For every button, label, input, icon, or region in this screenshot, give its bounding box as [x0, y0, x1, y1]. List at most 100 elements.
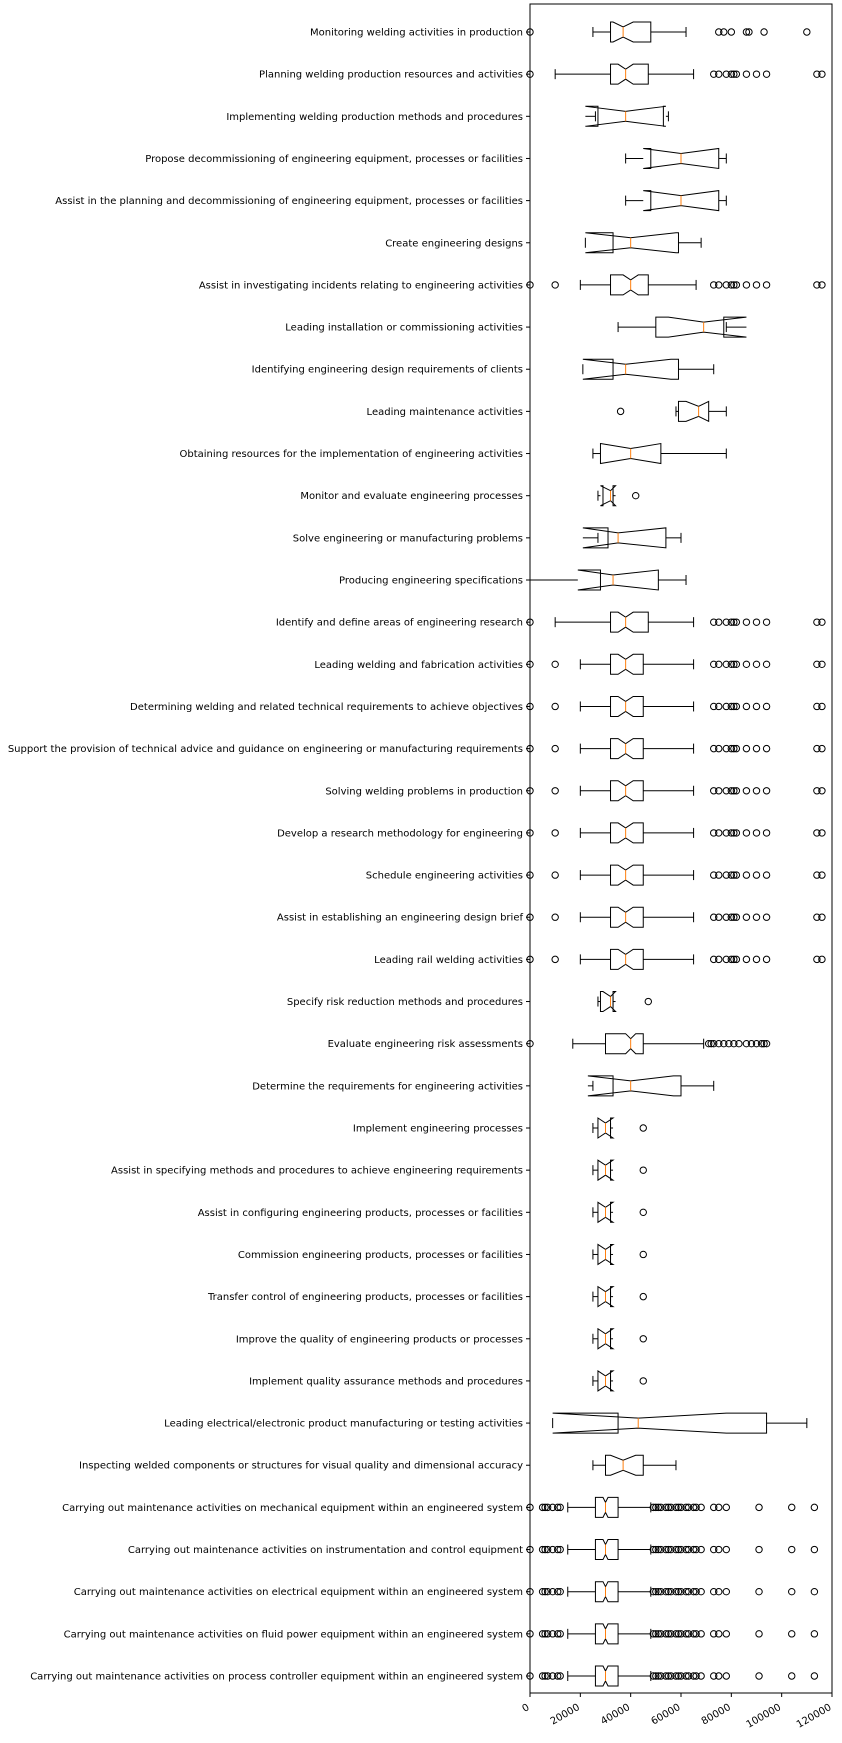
flier-point	[652, 1503, 660, 1512]
flier-point	[727, 281, 736, 289]
flier-point	[649, 1630, 658, 1638]
flier-point	[762, 1039, 771, 1048]
box-body	[610, 21, 652, 43]
category-label: Carrying out maintenance activities on e…	[74, 1587, 523, 1598]
flier-point	[710, 1039, 718, 1048]
flier-point	[667, 1545, 675, 1554]
category-label: Carrying out maintenance activities on f…	[64, 1629, 523, 1640]
category-label: Assist in the planning and decommissioni…	[55, 196, 523, 207]
flier-point	[810, 1672, 819, 1680]
flier-point	[657, 1503, 665, 1512]
flier-point	[715, 871, 723, 879]
flier-point	[541, 1587, 549, 1596]
flier-point	[813, 744, 821, 753]
flier-point	[742, 955, 751, 964]
flier-point	[639, 1208, 647, 1217]
flier-point	[551, 281, 559, 289]
box-group	[592, 1327, 647, 1350]
box-group	[526, 738, 826, 760]
flier-point	[722, 660, 730, 669]
category-label: Monitoring welding activities in product…	[310, 28, 523, 39]
flier-point	[644, 997, 652, 1006]
flier-point	[649, 1672, 658, 1680]
box-group	[526, 1539, 819, 1561]
flier-point	[762, 787, 771, 795]
flier-point	[732, 955, 741, 964]
category-label: Support the provision of technical advic…	[8, 744, 523, 755]
flier-point	[677, 1630, 685, 1638]
flier-point	[672, 1503, 680, 1512]
flier-point	[727, 955, 736, 964]
flier-point	[664, 1587, 673, 1596]
box-body	[552, 1412, 768, 1434]
category-label: Identify and define areas of engineering…	[276, 618, 523, 629]
flier-point	[697, 1672, 705, 1680]
flier-point	[730, 871, 738, 879]
category-label: Planning welding production resources an…	[259, 70, 523, 81]
flier-point	[730, 955, 738, 964]
flier-point	[639, 1335, 647, 1343]
flier-point	[742, 871, 751, 879]
category-label: Implementing welding production methods …	[226, 112, 523, 123]
flier-point	[722, 1630, 730, 1638]
flier-point	[548, 1630, 557, 1638]
flier-point	[762, 955, 771, 964]
flier-point	[722, 955, 730, 964]
flier-point	[556, 1587, 564, 1596]
flier-point	[654, 1630, 663, 1638]
flier-point	[682, 1672, 690, 1680]
flier-point	[818, 829, 826, 837]
box-group	[597, 991, 652, 1013]
flier-point	[818, 871, 826, 879]
box-group	[592, 1243, 647, 1266]
flier-point	[762, 660, 771, 669]
flier-point	[689, 1672, 698, 1680]
flier-point	[742, 913, 751, 921]
flier-point	[543, 1587, 552, 1596]
flier-point	[757, 1039, 766, 1048]
flier-point	[818, 618, 826, 626]
category-label: Specify risk reduction methods and proce…	[287, 997, 523, 1008]
flier-point	[752, 787, 761, 795]
flier-point	[551, 787, 559, 795]
box-group	[625, 190, 727, 212]
flier-point	[697, 1503, 705, 1512]
flier-point	[710, 1630, 718, 1638]
flier-point	[730, 913, 738, 921]
flier-point	[752, 702, 761, 711]
flier-point	[762, 871, 771, 879]
flier-point	[813, 871, 821, 879]
flier-point	[710, 618, 718, 626]
category-label: Leading installation or commissioning ac…	[285, 323, 523, 334]
flier-point	[742, 787, 751, 795]
box-group	[617, 316, 747, 338]
box-group	[526, 1623, 819, 1645]
box-body	[597, 1243, 615, 1266]
flier-point	[730, 702, 738, 711]
flier-point	[672, 1587, 680, 1596]
flier-point	[788, 1503, 796, 1512]
flier-point	[541, 1545, 549, 1554]
flier-point	[664, 1672, 673, 1680]
flier-point	[697, 1630, 705, 1638]
flier-point	[715, 1630, 723, 1638]
category-label: Determining welding and related technica…	[130, 702, 523, 713]
flier-point	[652, 1545, 660, 1554]
flier-point	[654, 1587, 663, 1596]
box-body	[610, 738, 644, 760]
flier-point	[654, 1545, 663, 1554]
flier-point	[752, 281, 761, 289]
flier-point	[674, 1545, 683, 1554]
box-group	[592, 1369, 647, 1392]
flier-point	[742, 618, 751, 626]
flier-point	[538, 1672, 547, 1680]
category-label: Leading maintenance activities	[367, 407, 523, 418]
flier-point	[742, 702, 751, 711]
box-body	[585, 105, 666, 127]
flier-point	[732, 281, 741, 289]
flier-point	[667, 1503, 675, 1512]
flier-point	[722, 1672, 730, 1680]
flier-point	[667, 1630, 675, 1638]
box-group	[592, 442, 727, 465]
flier-point	[732, 787, 741, 795]
